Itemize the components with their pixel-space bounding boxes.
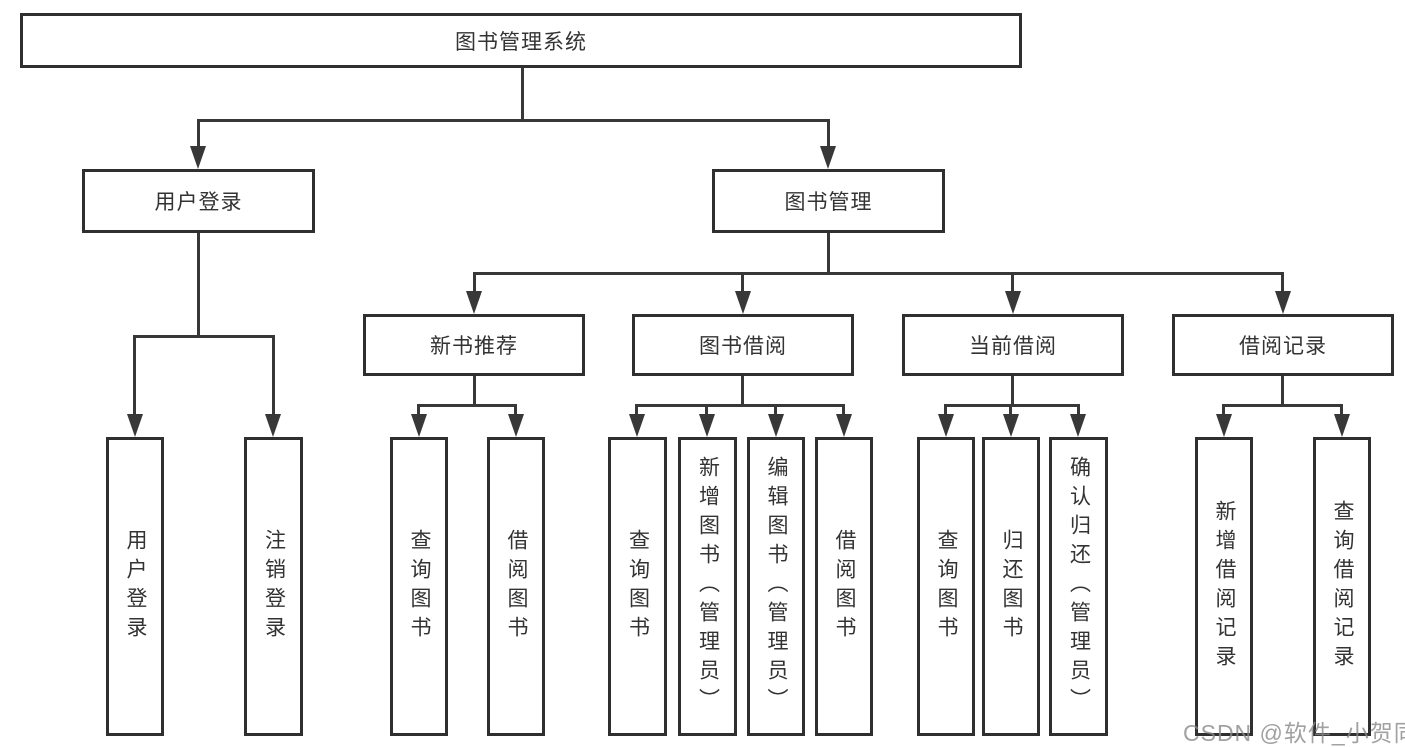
connector-line xyxy=(827,231,830,274)
node-label: 查询图书 xyxy=(626,528,650,645)
arrow-down-icon xyxy=(265,414,281,437)
leaf-add-borrow-record: 新增借阅记录 xyxy=(1195,437,1253,736)
node-label: 借阅图书 xyxy=(505,528,528,645)
node-label: 归还图书 xyxy=(1000,528,1023,645)
connector-line xyxy=(842,404,845,417)
csdn-watermark: CSDN @软件_小贺同学 xyxy=(1183,720,1405,746)
arrow-down-icon xyxy=(699,414,715,437)
arrow-down-icon xyxy=(411,414,427,437)
leaf-return-book: 归还图书 xyxy=(982,437,1040,736)
connector-line xyxy=(1222,404,1225,417)
node-label: 编辑图书（管理员） xyxy=(765,456,788,717)
arrow-down-icon xyxy=(190,146,206,169)
arrow-down-icon xyxy=(1334,414,1350,437)
node-label: 新增借阅记录 xyxy=(1213,499,1236,674)
leaf-add-book-admin: 新增图书（管理员） xyxy=(678,437,737,736)
leaf-confirm-return-admin: 确认归还（管理员） xyxy=(1049,437,1108,736)
connector-line xyxy=(1011,374,1014,407)
connector-line xyxy=(1222,404,1343,407)
connector-line xyxy=(133,335,136,417)
connector-line xyxy=(636,404,845,407)
leaf-logout: 注销登录 xyxy=(244,437,303,736)
arrow-down-icon xyxy=(768,414,784,437)
node-root: 图书管理系统 xyxy=(20,13,1022,68)
connector-line xyxy=(1011,272,1014,294)
arrow-down-icon xyxy=(127,414,143,437)
node-label: 注销登录 xyxy=(262,528,286,645)
node-label: 借阅记录 xyxy=(1239,335,1327,358)
arrow-down-icon xyxy=(1216,414,1232,437)
arrow-down-icon xyxy=(1070,414,1086,437)
connector-line xyxy=(197,119,200,149)
connector-line xyxy=(1077,404,1080,417)
leaf-query-books: 查询图书 xyxy=(917,437,975,736)
arrow-down-icon xyxy=(1275,291,1291,314)
connector-line xyxy=(473,272,476,294)
connector-line xyxy=(1281,374,1284,407)
node-label: 用户登录 xyxy=(154,191,243,214)
connector-line xyxy=(133,335,275,338)
connector-line xyxy=(705,404,708,417)
arrow-down-icon xyxy=(1005,291,1021,314)
node-label: 图书借阅 xyxy=(699,335,787,358)
arrow-down-icon xyxy=(735,291,751,314)
leaf-borrow-books: 借阅图书 xyxy=(815,437,873,736)
connector-line xyxy=(473,272,1284,275)
node-label: 查询借阅记录 xyxy=(1331,499,1354,674)
leaf-user-login: 用户登录 xyxy=(106,437,164,736)
connector-line xyxy=(418,404,517,407)
connector-line xyxy=(197,231,200,337)
connector-line xyxy=(1340,404,1343,417)
leaf-query-books: 查询图书 xyxy=(608,437,667,736)
node-label: 新增图书（管理员） xyxy=(696,456,720,717)
arrow-down-icon xyxy=(1003,414,1019,437)
node-borrowing-records: 借阅记录 xyxy=(1172,314,1394,376)
leaf-query-borrow-record: 查询借阅记录 xyxy=(1313,437,1371,736)
connector-line xyxy=(1009,404,1012,417)
connector-line xyxy=(514,404,517,417)
connector-line xyxy=(741,374,744,407)
leaf-edit-book-admin: 编辑图书（管理员） xyxy=(747,437,805,736)
node-user-login-branch: 用户登录 xyxy=(82,169,315,233)
node-book-management-branch: 图书管理 xyxy=(712,169,945,233)
node-current-borrowing: 当前借阅 xyxy=(902,314,1124,376)
connector-line xyxy=(827,119,830,149)
node-label: 用户登录 xyxy=(124,528,147,645)
arrow-down-icon xyxy=(938,414,954,437)
connector-line xyxy=(774,404,777,417)
node-label: 新书推荐 xyxy=(430,335,518,358)
node-label: 图书管理 xyxy=(784,191,873,214)
connector-line xyxy=(473,374,476,407)
connector-line xyxy=(741,272,744,294)
arrow-down-icon xyxy=(820,146,836,169)
leaf-query-books: 查询图书 xyxy=(390,437,448,736)
connector-line xyxy=(417,404,420,417)
connector-line xyxy=(944,404,947,417)
leaf-borrow-books: 借阅图书 xyxy=(487,437,545,736)
node-label: 图书管理系统 xyxy=(455,30,587,54)
arrow-down-icon xyxy=(508,414,524,437)
node-label: 查询图书 xyxy=(935,528,958,645)
node-label: 确认归还（管理员） xyxy=(1067,456,1091,717)
node-new-book-recommend: 新书推荐 xyxy=(363,314,585,376)
node-label: 当前借阅 xyxy=(969,335,1057,358)
arrow-down-icon xyxy=(836,414,852,437)
arrow-down-icon xyxy=(629,414,645,437)
node-label: 借阅图书 xyxy=(833,528,856,645)
connector-line xyxy=(1281,272,1284,294)
connector-line xyxy=(635,404,638,417)
arrow-down-icon xyxy=(466,291,482,314)
node-book-borrowing: 图书借阅 xyxy=(632,314,854,376)
node-label: 查询图书 xyxy=(408,528,431,645)
connector-line xyxy=(197,119,830,122)
connector-line xyxy=(521,66,524,120)
connector-line xyxy=(272,335,275,417)
